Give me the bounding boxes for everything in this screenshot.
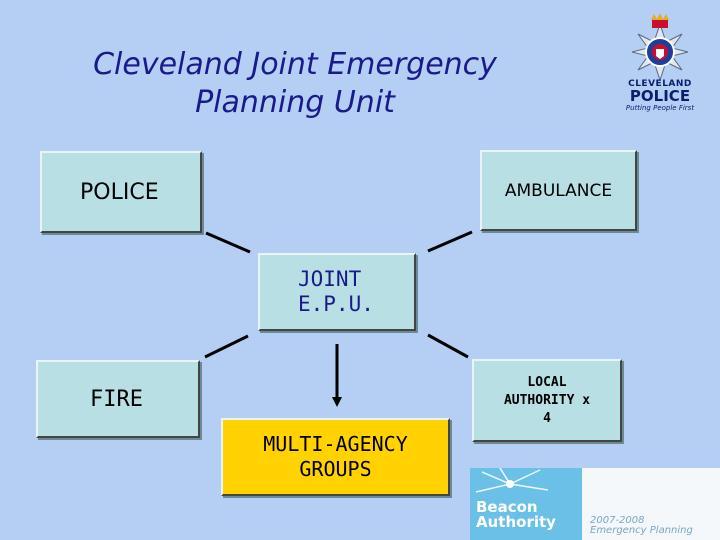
joint-epu-box: JOINT E.P.U. <box>258 253 416 331</box>
connector-ambulance-joint <box>427 230 473 253</box>
connector-joint-fire <box>204 334 249 359</box>
multi-agency-box: MULTI-AGENCY GROUPS <box>221 418 450 496</box>
ambulance-box: AMBULANCE <box>480 150 637 231</box>
fire-label: FIRE <box>90 386 143 412</box>
multi-agency-label: MULTI-AGENCY GROUPS <box>263 432 408 481</box>
beacon-years-text: 2007-2008 Emergency Planning <box>590 516 693 536</box>
connector-police-joint <box>205 231 251 254</box>
beacon-line-1: Beacon <box>476 498 538 516</box>
beacon-banner-right <box>582 468 720 540</box>
beacon-authority-logo-text: Beacon Authority <box>476 500 556 530</box>
title-line-2: Planning Unit <box>195 85 395 120</box>
beacon-star-icon <box>475 468 549 493</box>
connector-joint-local <box>427 333 469 359</box>
title-line-1: Cleveland Joint Emergency <box>93 47 497 82</box>
joint-epu-label: JOINT E.P.U. <box>298 267 374 316</box>
police-logo-text: CLEVELAND POLICE Putting People First <box>620 80 700 112</box>
ambulance-label: AMBULANCE <box>504 180 613 201</box>
logo-line-2: POLICE <box>629 87 691 105</box>
police-crest-icon <box>631 13 689 82</box>
police-box: POLICE <box>40 151 202 233</box>
logo-tagline: Putting People First <box>625 104 695 112</box>
logo-line-1: CLEVELAND <box>628 79 692 89</box>
beacon-line-2: Authority <box>476 513 556 531</box>
beacon-subtitle: Emergency Planning <box>590 525 693 536</box>
beacon-banner-left <box>470 468 582 540</box>
local-authority-box: LOCAL AUTHORITY x 4 <box>472 359 622 442</box>
fire-box: FIRE <box>36 360 200 438</box>
police-label: POLICE <box>80 179 159 205</box>
beacon-years: 2007-2008 <box>590 515 645 526</box>
local-authority-label: LOCAL AUTHORITY x 4 <box>503 374 591 426</box>
page-title: Cleveland Joint Emergency Planning Unit <box>60 46 530 122</box>
